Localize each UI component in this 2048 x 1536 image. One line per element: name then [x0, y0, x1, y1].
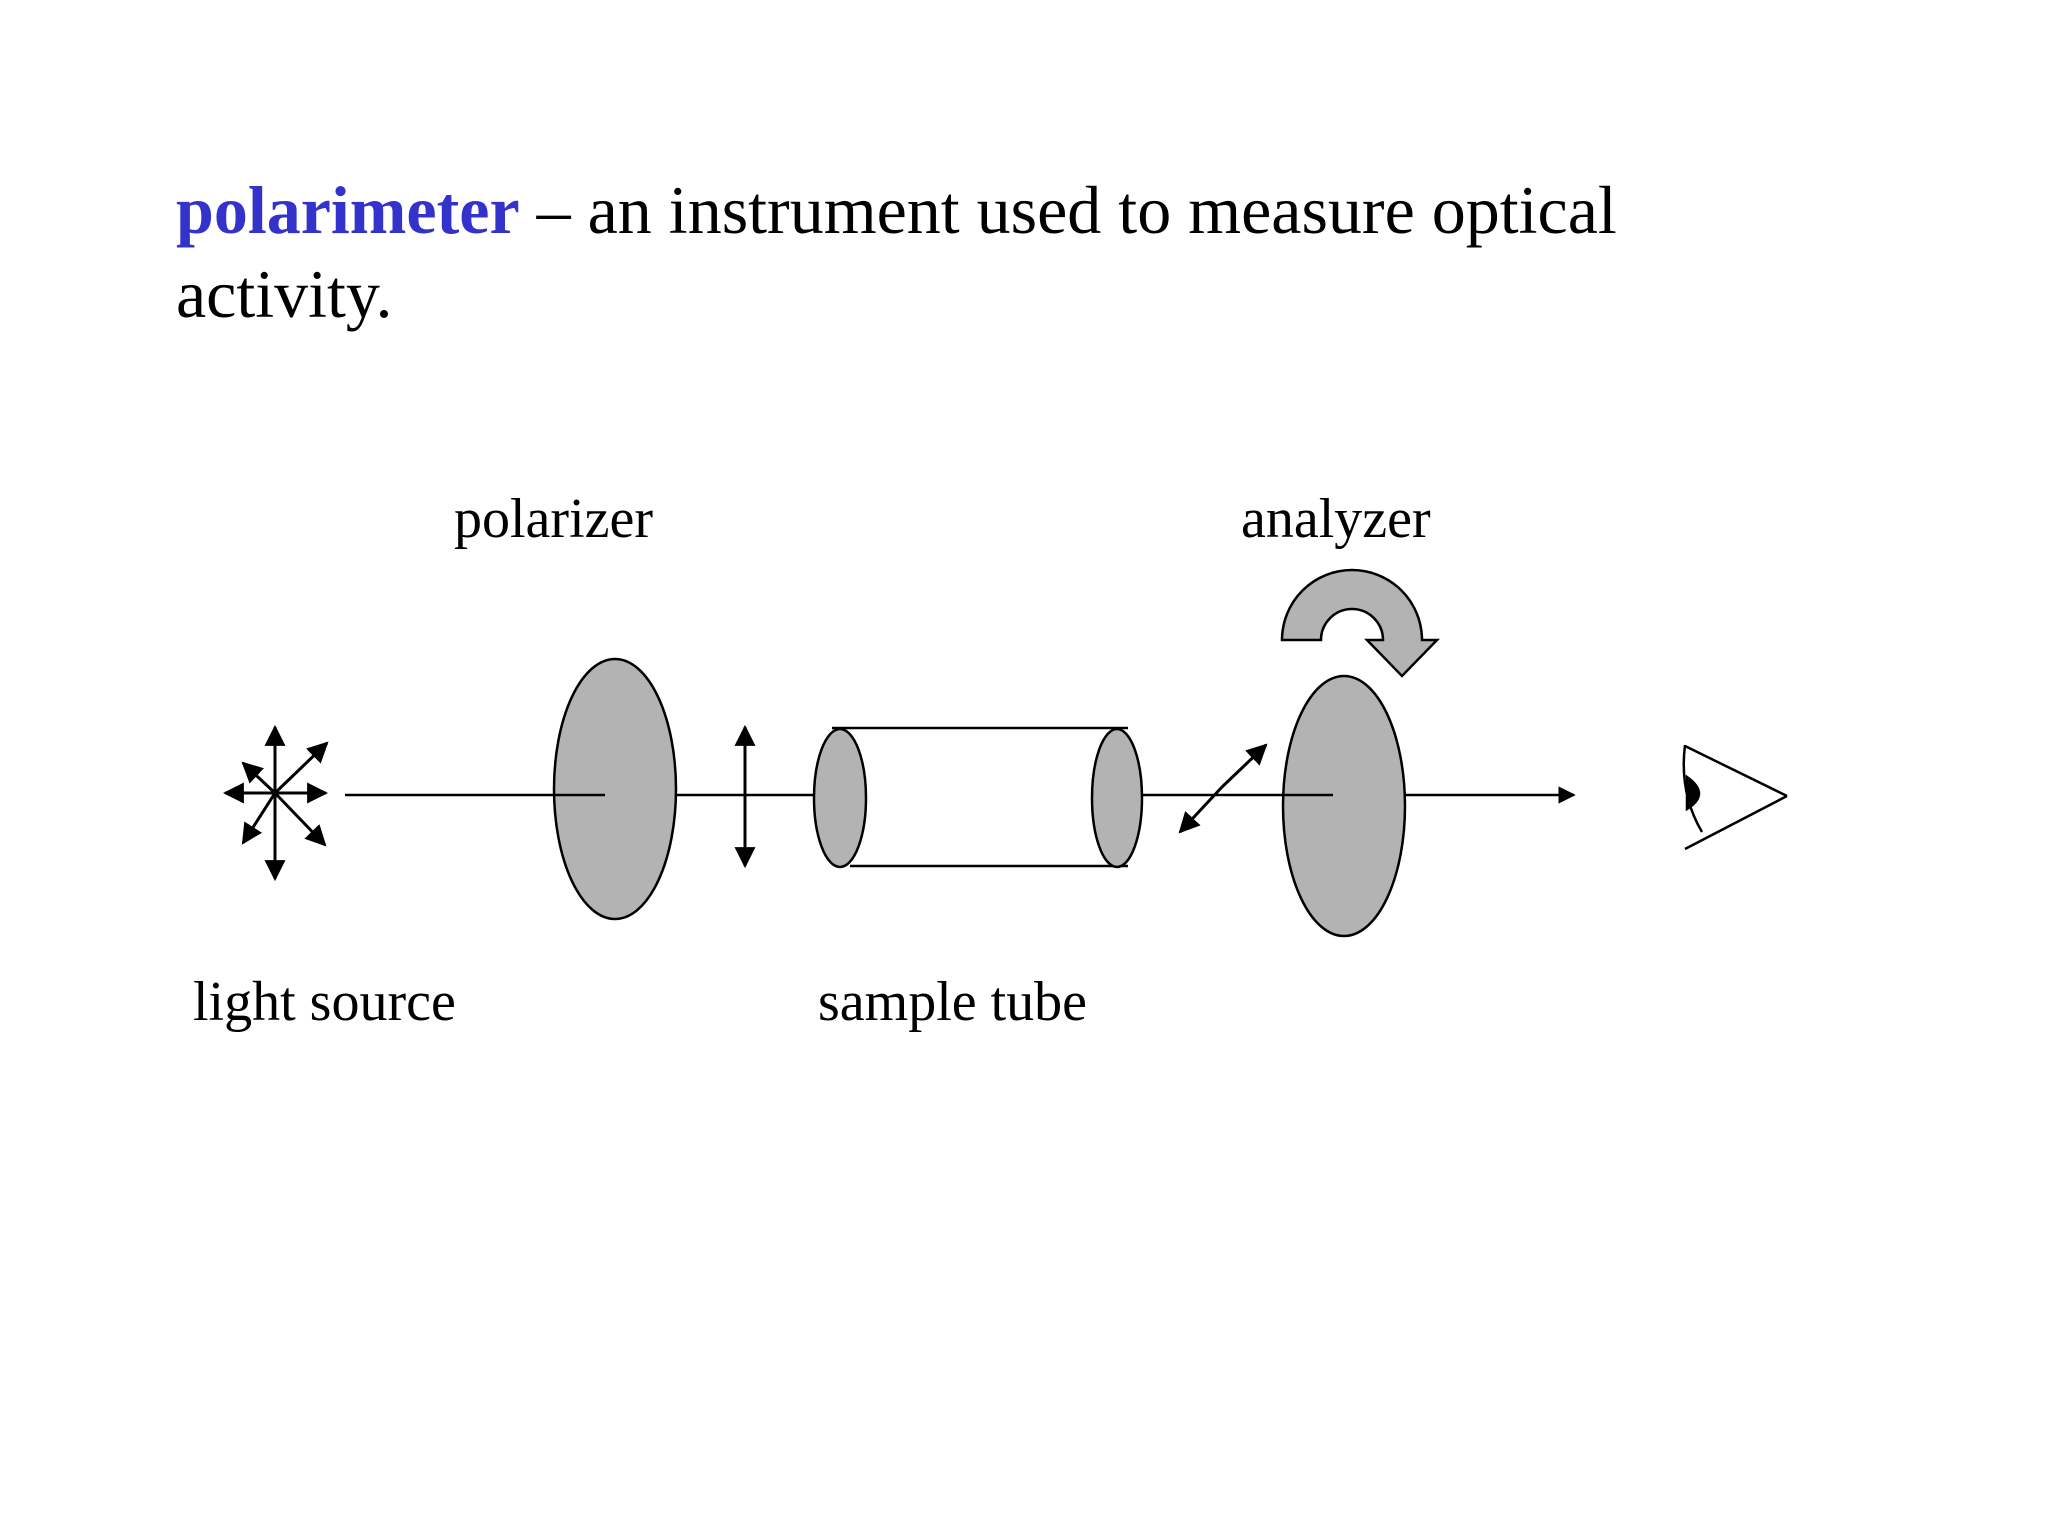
- light-source-label: light source: [193, 971, 456, 1033]
- eye-icon: [1682, 744, 1788, 851]
- polarizer-label: polarizer: [454, 488, 653, 550]
- definition-term: polarimeter: [176, 172, 520, 248]
- analyzer-disc: [1281, 674, 1407, 938]
- definition-text: polarimeter – an instrument used to meas…: [176, 168, 1776, 336]
- sample-tube-label: sample tube: [818, 971, 1087, 1033]
- rotated-polarization-arrow-lower: [1178, 785, 1224, 834]
- polarizer-disc: [552, 657, 678, 921]
- sample-tube-icon: [812, 726, 1144, 869]
- analyzer-label: analyzer: [1241, 488, 1431, 550]
- light-source-icon: [222, 724, 329, 882]
- definition-description: – an instrument used to measure optical …: [176, 172, 1617, 332]
- rotated-polarization-arrow: [1220, 743, 1268, 789]
- rotation-arrow-icon: [1280, 568, 1440, 678]
